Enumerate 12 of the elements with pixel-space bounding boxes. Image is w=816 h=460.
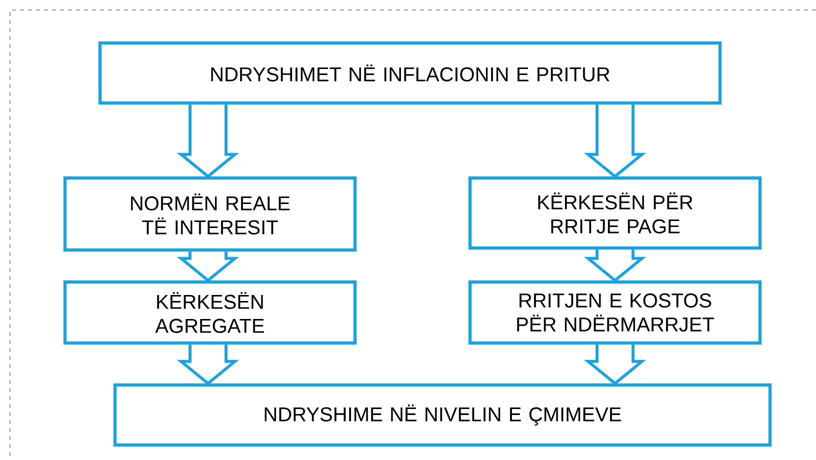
- block-arrow: [584, 103, 646, 178]
- process-box: RRITJEN E KOSTOS PËR NDËRMARRJET: [468, 280, 762, 345]
- process-box: KËRKESËN PËR RRITJE PAGE: [468, 176, 762, 250]
- process-box: NDRYSHIME NË NIVELIN E ÇMIMEVE: [113, 383, 772, 447]
- block-arrow: [176, 250, 240, 282]
- process-box: NDRYSHIMET NË INFLACIONIN E PRITUR: [98, 41, 722, 105]
- block-arrow: [584, 248, 646, 282]
- block-arrow: [584, 343, 646, 386]
- process-box: KËRKESËN AGREGATE: [63, 280, 357, 345]
- block-arrow: [176, 343, 240, 386]
- block-arrow: [176, 103, 240, 178]
- process-box: NORMËN REALE TË INTERESIT: [63, 176, 357, 252]
